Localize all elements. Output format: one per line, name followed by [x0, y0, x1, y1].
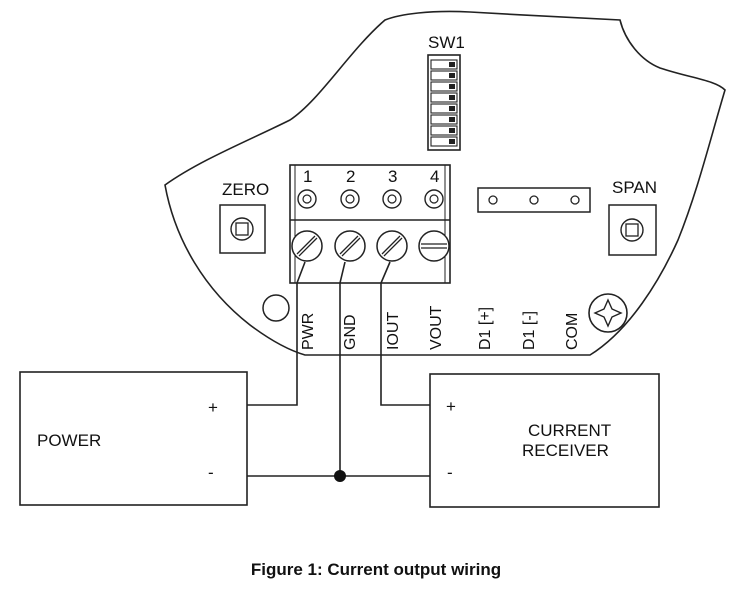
power-minus: -: [208, 463, 214, 482]
terminal-block: 1 2 3 4: [289, 164, 451, 284]
pin-label: COM: [564, 313, 581, 350]
span-potentiometer: [608, 204, 657, 256]
terminal-hole-inner: [429, 194, 439, 204]
current-receiver-box: CURRENT RECEIVER + -: [429, 373, 660, 508]
dip-switch-knob: [449, 117, 455, 122]
gnd-wire: [339, 261, 346, 476]
dip-switch-knob: [449, 84, 455, 89]
pin-label: D1 [-]: [521, 311, 538, 350]
dip-switch-knob: [449, 73, 455, 78]
wires: [247, 261, 430, 477]
dip-switch-knob: [449, 139, 455, 144]
terminal-screw-slot: [296, 235, 318, 257]
terminal-screw: [334, 230, 366, 262]
terminal-number: 1: [303, 167, 312, 186]
power-box: POWER + -: [19, 371, 248, 506]
dip-switch-position: [430, 70, 458, 81]
span-label: SPAN: [612, 178, 657, 197]
dip-switch-position: [430, 125, 458, 136]
dip-switch-position: [430, 92, 458, 103]
dip-switch-position: [430, 103, 458, 114]
terminal-screw-slot: [421, 243, 447, 249]
terminal-screw: [418, 230, 450, 262]
receiver-minus: -: [447, 463, 453, 482]
terminal-hole-inner: [387, 194, 397, 204]
terminal-hole-inner: [345, 194, 355, 204]
board-outline: [164, 10, 726, 356]
dip-switch-knob: [449, 62, 455, 67]
terminal-screw-slot: [381, 235, 403, 257]
dip-switch-position: [430, 59, 458, 70]
terminal-number: 3: [388, 167, 397, 186]
dip-switch-position: [430, 114, 458, 125]
dip-switch: [427, 54, 461, 151]
terminal-screw: [291, 230, 323, 262]
sw1-label: SW1: [428, 33, 465, 52]
receiver-label-line1: CURRENT: [528, 421, 611, 440]
zero-potentiometer: [219, 204, 266, 254]
figure-caption: Figure 1: Current output wiring: [250, 560, 502, 579]
pin-label: GND: [342, 314, 359, 350]
pin-label: D1 [+]: [477, 307, 494, 350]
dip-switch-knob: [449, 106, 455, 111]
terminal-number: 4: [430, 167, 439, 186]
terminal-screw-slot: [339, 235, 361, 257]
receiver-plus: +: [446, 397, 456, 416]
ground-screw: [588, 293, 628, 333]
power-plus: +: [208, 398, 218, 417]
dip-switch-position: [430, 136, 458, 147]
dip-switch-position: [430, 81, 458, 92]
receiver-label-line2: RECEIVER: [522, 441, 609, 460]
ground-junction-dot: [334, 470, 346, 482]
mounting-hole: [262, 294, 290, 322]
zero-label: ZERO: [222, 180, 269, 199]
pin-label: IOUT: [385, 312, 402, 350]
jumper-header: [477, 187, 591, 213]
dip-switch-knob: [449, 128, 455, 133]
power-label: POWER: [37, 431, 101, 450]
terminal-screw: [376, 230, 408, 262]
pin-label: PWR: [300, 313, 317, 350]
terminal-number: 2: [346, 167, 355, 186]
dip-switch-knob: [449, 95, 455, 100]
iout-wire: [380, 261, 430, 406]
terminal-hole-inner: [302, 194, 312, 204]
pin-label: VOUT: [428, 305, 445, 350]
pwr-wire: [247, 261, 306, 406]
